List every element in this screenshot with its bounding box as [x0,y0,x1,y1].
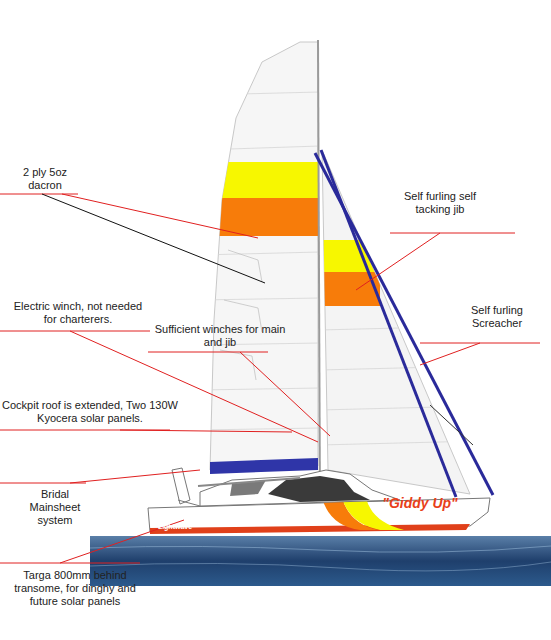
boat-name: "Giddy Up" [372,495,468,511]
mainsail [210,42,318,470]
callout-label: Self furling self tacking jib [395,190,485,216]
boom [210,458,318,474]
targa [172,468,190,504]
label-underlines [0,194,540,563]
callout-label: Cockpit roof is extended, Two 130W Kyoce… [0,399,180,425]
leader-lines [42,194,480,563]
callout-label: Electric winch, not needed for charterer… [8,300,148,326]
cabin [200,470,400,506]
hull-brand: Lightwave [152,523,198,531]
callout-label: Sufficient winches for main and jib [150,323,290,349]
callout-label: 2 ply 5oz dacron [20,166,70,192]
callout-label: Bridal Mainsheet system [20,488,90,527]
callout-label: Targa 800mm behind transome, for dinghy … [0,569,150,608]
sea [90,536,551,586]
callout-label: Self furling Screacher [462,304,532,330]
